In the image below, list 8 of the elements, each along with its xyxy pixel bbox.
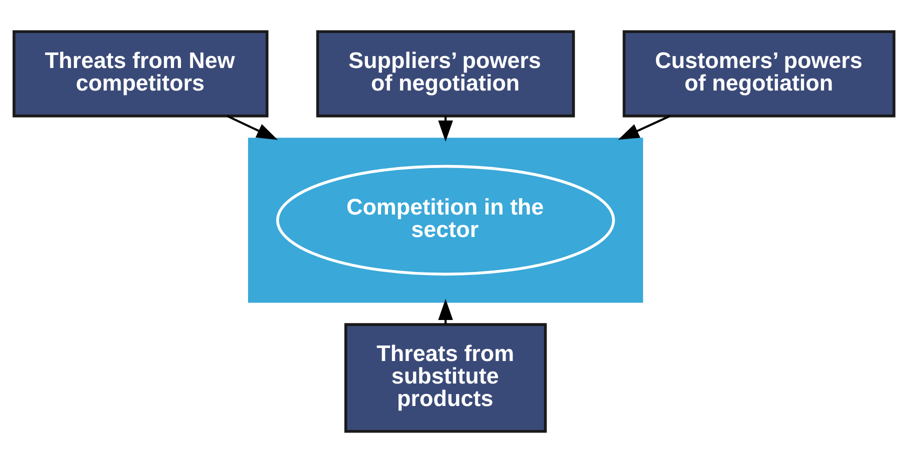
node-box: Threats from substitute products (344, 322, 547, 432)
cluster (248, 137, 644, 302)
node-ellipse: Competition in the sector (276, 164, 615, 276)
node-box: Customers’ powers of negotiation (622, 30, 896, 117)
node-box: Suppliers’ powers of negotiation (316, 30, 575, 117)
arrow (618, 114, 670, 140)
arrow (226, 114, 278, 140)
node-box: Threats from New competitors (12, 30, 268, 117)
